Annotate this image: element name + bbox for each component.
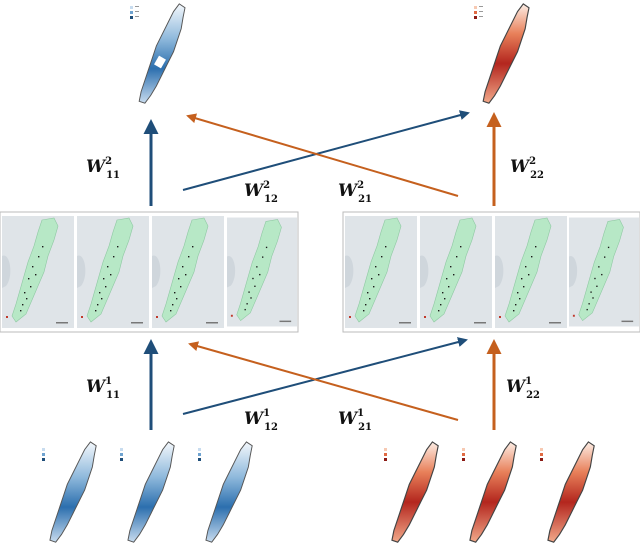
bottom-blue-map xyxy=(42,441,97,543)
top-red-map xyxy=(474,3,530,104)
bottom-red-map xyxy=(540,441,595,543)
red-map-legend xyxy=(462,448,465,461)
map-tile xyxy=(2,215,74,329)
arrow-top-w21 xyxy=(186,113,459,197)
blue-map-legend xyxy=(198,448,201,461)
map-tile xyxy=(569,217,639,327)
arrow-top-w12 xyxy=(182,110,470,191)
red-map-legend xyxy=(540,448,543,461)
map-tile xyxy=(152,215,224,329)
arrow-bot-w21 xyxy=(188,341,459,421)
map-tile xyxy=(77,215,149,329)
map-tile xyxy=(345,215,417,329)
blue-map-legend xyxy=(120,448,123,461)
bottom-red-map xyxy=(384,441,439,543)
map-tile xyxy=(420,215,492,329)
right-map-tiles xyxy=(342,211,640,333)
left-map-tiles xyxy=(0,211,299,333)
map-tile xyxy=(227,217,297,327)
arrow-bot-w12 xyxy=(182,337,468,415)
bottom-red-map xyxy=(462,441,517,543)
top-blue-map xyxy=(130,3,186,104)
bottom-blue-map xyxy=(198,441,253,543)
red-map-legend xyxy=(474,6,483,19)
blue-map-legend xyxy=(42,448,45,461)
red-map-legend xyxy=(384,448,387,461)
bottom-blue-map xyxy=(120,441,175,543)
map-tile xyxy=(495,215,567,329)
blue-map-legend xyxy=(130,6,139,19)
